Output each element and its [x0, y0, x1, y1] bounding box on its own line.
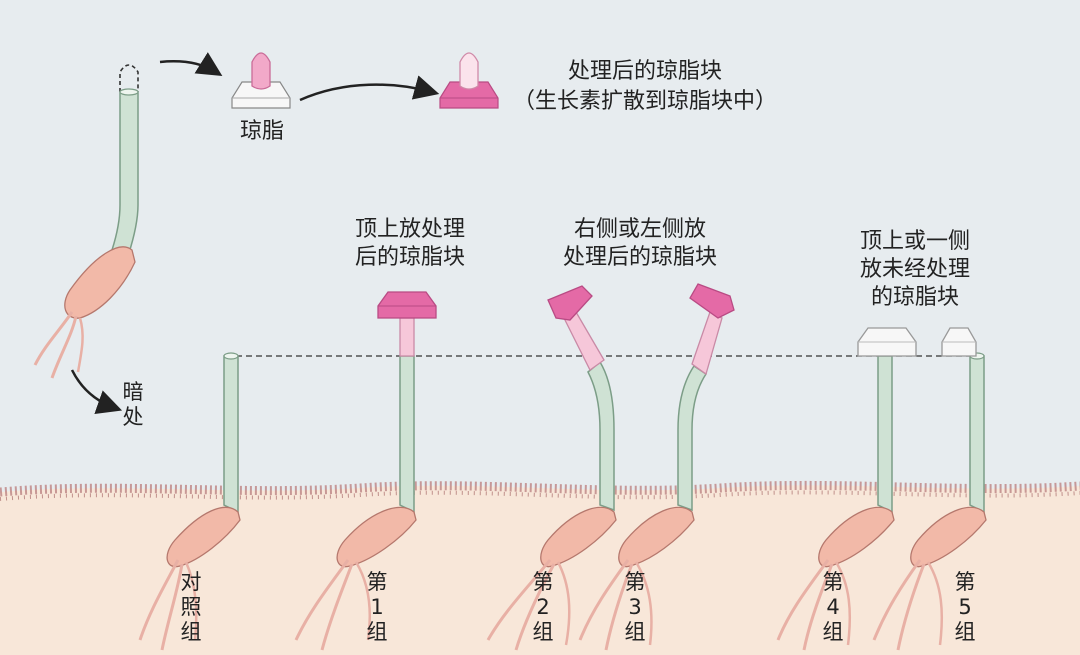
- group1-caption: 顶上放处理后的琼脂块: [330, 216, 490, 272]
- group1-treated-agar: [378, 292, 436, 318]
- group45-caption: 顶上或一侧放未经处理的琼脂块: [840, 228, 990, 312]
- treated-agar-subtitle: （生长素扩散到琼脂块中）: [500, 88, 790, 116]
- treated-agar-title: 处理后的琼脂块: [560, 58, 730, 86]
- dark-label: 暗处: [118, 380, 148, 430]
- agar-label: 琼脂: [232, 118, 292, 146]
- control-group-label: 对照组: [176, 570, 206, 645]
- group23-caption: 右侧或左侧放处理后的琼脂块: [540, 216, 740, 272]
